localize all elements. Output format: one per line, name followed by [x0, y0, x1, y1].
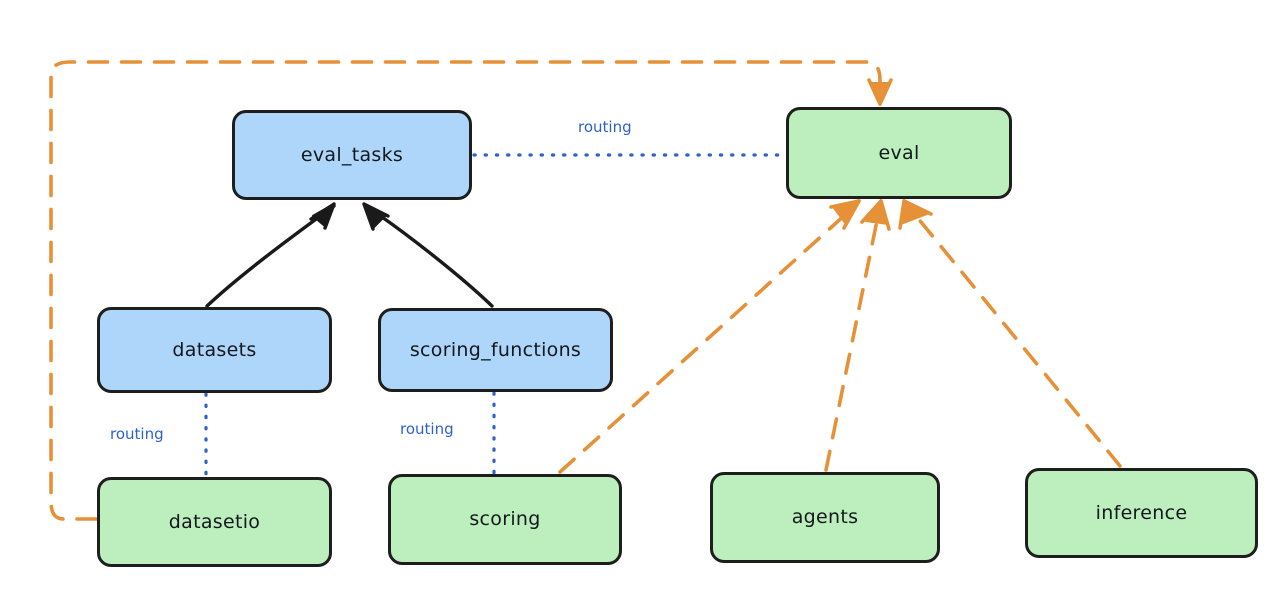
node-label-scoring-functions: scoring_functions [409, 338, 582, 361]
node-label-inference: inference [1095, 501, 1188, 524]
node-label-eval-tasks: eval_tasks [300, 143, 404, 166]
node-eval-tasks[interactable]: eval_tasks [232, 110, 472, 200]
node-label-datasetio: datasetio [168, 510, 261, 533]
node-datasetio[interactable]: datasetio [97, 477, 332, 567]
edge-label-routing-datasets-datasetio: routing [110, 425, 164, 443]
node-scoring[interactable]: scoring [388, 474, 622, 565]
edge-agents-to-eval [824, 199, 891, 472]
node-scoring-functions[interactable]: scoring_functions [378, 308, 613, 392]
node-label-datasets: datasets [172, 338, 257, 361]
node-label-agents: agents [791, 506, 859, 529]
node-label-eval: eval [878, 141, 920, 164]
edge-label-routing-eval-tasks-eval: routing [578, 118, 632, 136]
edge-datasets-to-eval_tasks [205, 202, 336, 308]
node-agents[interactable]: agents [710, 472, 940, 563]
node-datasets[interactable]: datasets [97, 307, 332, 393]
edge-scoring_functions-to-eval_tasks [362, 202, 494, 308]
edge-label-routing-scoring-functions-scoring: routing [400, 420, 454, 438]
edge-inference-to-eval [898, 199, 1122, 468]
node-label-scoring: scoring [469, 508, 541, 531]
node-eval[interactable]: eval [786, 107, 1012, 199]
node-inference[interactable]: inference [1025, 468, 1258, 558]
